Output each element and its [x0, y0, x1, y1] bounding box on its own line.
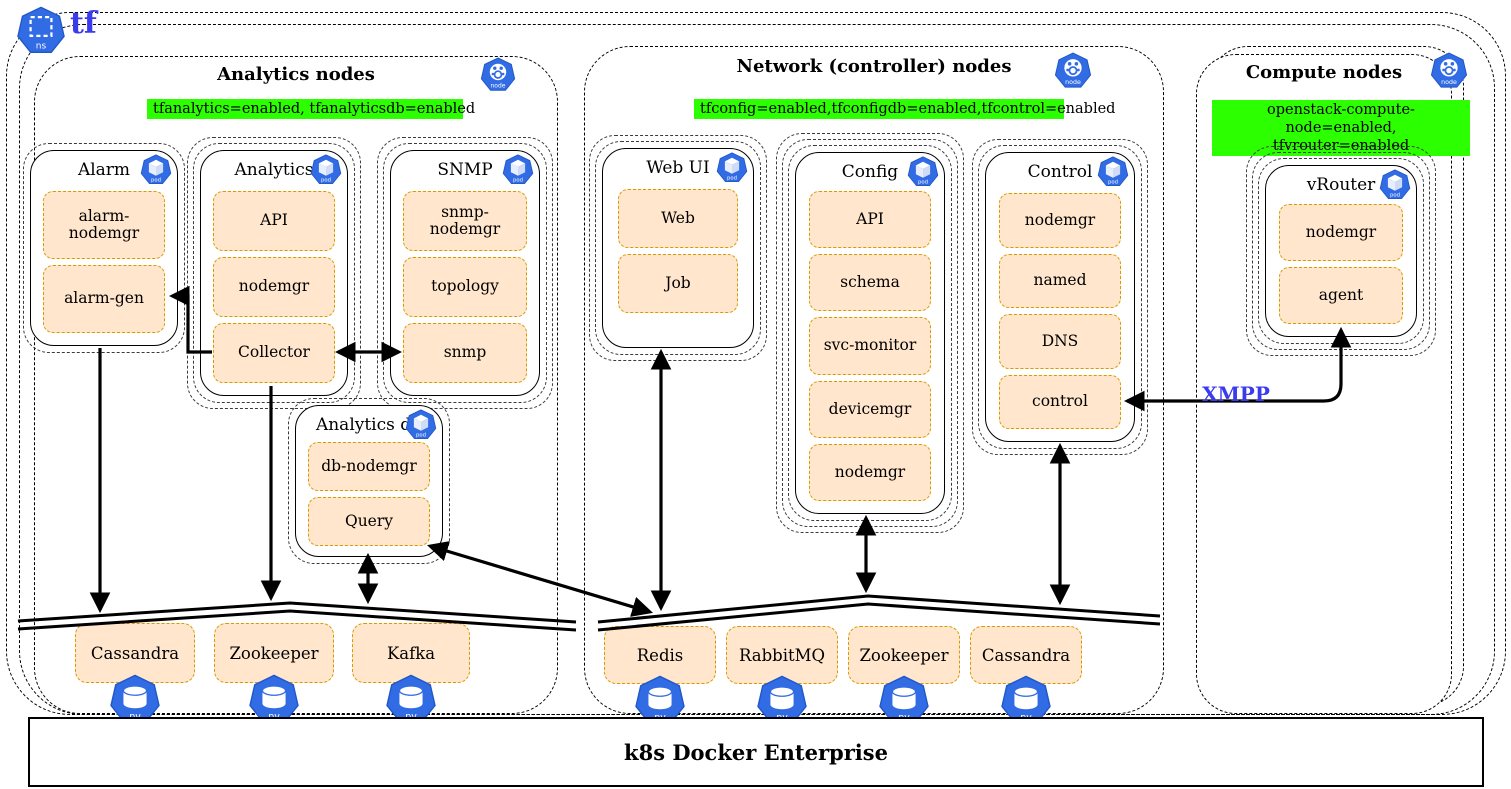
group-compute-title: Compute nodes: [1245, 62, 1403, 83]
pod-web-ui-title: Web UI: [646, 158, 710, 178]
pod-analytics-db: Analytics db db-nodemgr Query: [288, 398, 450, 564]
pod-icon: [405, 409, 437, 441]
storage-label: Zookeeper: [229, 643, 319, 663]
storage-network-cassandra: Cassandra: [970, 626, 1082, 684]
container-control-control: control: [999, 374, 1121, 429]
container-snmp-snmp: snmp: [403, 323, 527, 383]
pod-replica-outline: [193, 143, 355, 403]
storage-network-zookeeper: Zookeeper: [848, 626, 960, 684]
storage-analytics-kafka: Kafka: [352, 623, 470, 683]
container-analytics-nodemgr: nodemgr: [213, 257, 335, 317]
container-snmp-topology: topology: [403, 257, 527, 317]
storage-network-rabbitmq: RabbitMQ: [726, 626, 838, 684]
storage-label: Cassandra: [90, 643, 180, 663]
container-config-nodemgr: nodemgr: [809, 443, 931, 502]
storage-label: Cassandra: [981, 645, 1071, 665]
selector-network: tfconfig=enabled,tfconfigdb=enabled,tfco…: [694, 99, 1115, 120]
pod-analytics-title: Analytics: [234, 160, 314, 180]
xmpp-connection-label: XMPP: [1202, 382, 1270, 406]
container-job: Job: [618, 254, 738, 313]
container-alarm-nodemgr: alarm-nodemgr: [43, 191, 165, 259]
pod-config-title: Config: [841, 162, 899, 182]
pod-replica-outline: [377, 137, 553, 409]
container-db-nodemgr: db-nodemgr: [308, 442, 430, 491]
container-analytics-collector: Collector: [213, 323, 335, 383]
storage-network-redis: Redis: [604, 626, 716, 684]
pod-web-ui: Web UI Web Job: [589, 135, 767, 361]
group-network-title: Network (controller) nodes: [736, 56, 1012, 77]
pod-replica-outline: [595, 141, 761, 355]
pod-analytics-db-title: Analytics db: [315, 415, 423, 435]
pod-alarm: Alarm alarm-nodemgr alarm-gen: [23, 143, 185, 353]
pod-control-title: Control: [1027, 162, 1093, 182]
container-config-api: API: [809, 191, 931, 249]
container-vrouter-nodemgr: nodemgr: [1279, 204, 1403, 261]
node-icon: [480, 57, 516, 93]
container-config-svc-monitor: svc-monitor: [809, 317, 931, 375]
pod-replica-outline: [187, 137, 361, 409]
storage-label: RabbitMQ: [738, 645, 826, 665]
container-control-nodemgr: nodemgr: [999, 193, 1121, 248]
pod-vrouter: vRouter nodemgr agent: [1246, 146, 1436, 356]
group-analytics-title: Analytics nodes: [217, 64, 375, 85]
namespace-boundary-inner: [19, 24, 1495, 715]
pod-control: Control nodemgr named DNS control: [972, 139, 1148, 455]
platform-bar: k8s Docker Enterprise: [28, 717, 1484, 787]
storage-analytics-zookeeper: Zookeeper: [214, 623, 334, 683]
container-analytics-api: API: [213, 191, 335, 251]
pod-replica-outline: [383, 143, 547, 403]
storage-label: Zookeeper: [859, 645, 949, 665]
pod-icon: [716, 152, 748, 184]
group-analytics-nodes: [34, 56, 558, 714]
storage-label: Redis: [636, 645, 684, 665]
container-snmp-nodemgr: snmp-nodemgr: [403, 191, 527, 251]
platform-label: k8s Docker Enterprise: [624, 739, 888, 765]
selector-analytics: tfanalytics=enabled, tfanalyticsdb=enabl…: [147, 99, 475, 120]
storage-label: Kafka: [386, 643, 436, 663]
pod-analytics: Analytics API nodemgr Collector: [187, 137, 361, 409]
pod-snmp: SNMP snmp-nodemgr topology snmp: [377, 137, 553, 409]
pod-alarm-title: Alarm: [77, 160, 131, 180]
container-control-dns: DNS: [999, 314, 1121, 369]
pod-replica-outline: [23, 143, 185, 353]
pod-icon: [502, 154, 534, 186]
pod-snmp-title: SNMP: [437, 160, 493, 180]
pod-icon: [310, 154, 342, 186]
container-config-devicemgr: devicemgr: [809, 380, 931, 438]
pod-replica-outline: [589, 135, 767, 361]
container-db-query: Query: [308, 497, 430, 546]
pod-icon: [907, 156, 939, 188]
pod-icon: [140, 154, 172, 186]
namespace-icon: [16, 6, 66, 56]
container-web: Web: [618, 189, 738, 248]
container-alarm-gen: alarm-gen: [43, 265, 165, 333]
storage-analytics-cassandra: Cassandra: [75, 623, 195, 683]
node-icon: [1054, 52, 1092, 90]
pod-icon: [1379, 169, 1411, 201]
node-icon: [1430, 52, 1468, 90]
pod-icon: [1097, 156, 1129, 188]
container-vrouter-agent: agent: [1279, 267, 1403, 324]
container-config-schema: schema: [809, 254, 931, 312]
container-control-named: named: [999, 253, 1121, 308]
pod-config: Config API schema svc-monitor devicemgr …: [776, 133, 964, 533]
pod-vrouter-title: vRouter: [1306, 175, 1376, 195]
namespace-label: tf: [70, 6, 97, 41]
